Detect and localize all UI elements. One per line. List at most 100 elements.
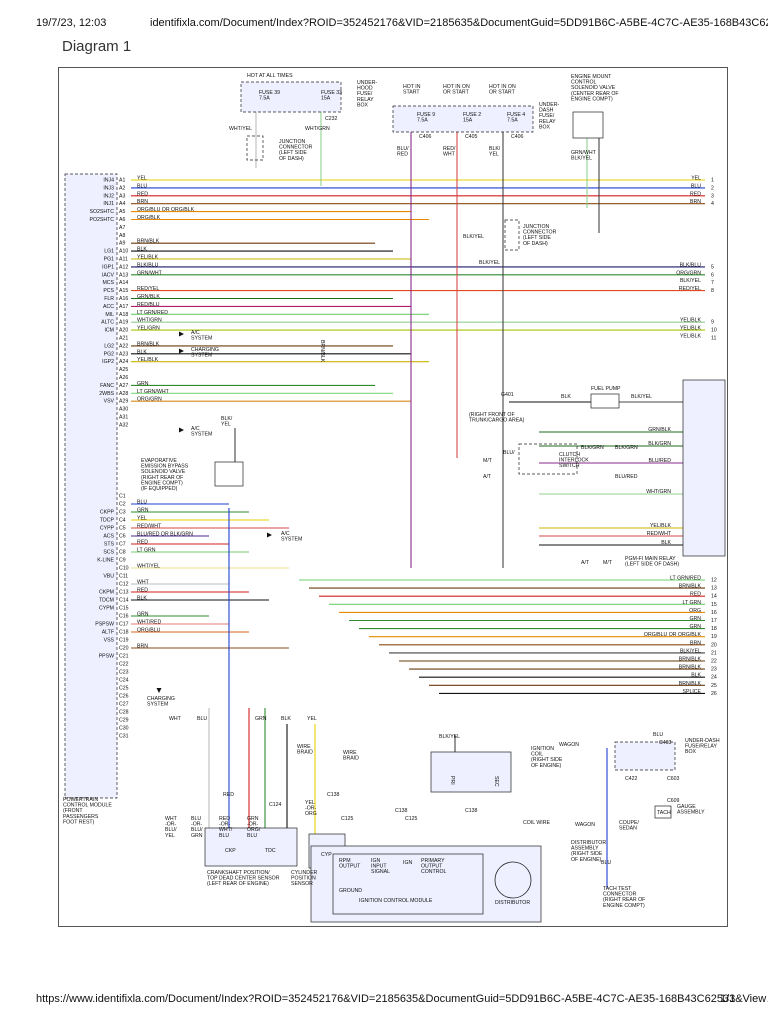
fuse-box-label: UNDER- [539,102,559,108]
wire-color-label: BLK [561,394,571,400]
fuse-box-label: DASH [539,108,554,114]
wire-color-label: BLU [247,833,257,839]
wire-color-label: RED [137,191,148,197]
pcm-pin-id: C27 [119,702,129,708]
wire-color-label: BLU/RED OR BLK/GRN [137,532,193,538]
fuse-label: FUSE 4 [507,112,525,118]
arrow-icon [179,331,184,337]
sensor-pin-label: TDC [265,848,276,854]
terminal-wire-label: BRN/BLK [679,584,702,590]
wire-color-label: GRN/BLK [648,427,671,433]
terminal-number: 7 [711,280,714,286]
terminal-number: 1 [711,178,714,184]
wire-color-label: BRN [137,199,148,205]
pcm-pin-function: ACS [103,534,114,540]
connector-label: C405 [465,134,478,140]
fuse-label: 15A [321,96,331,102]
terminal-wire-label: ORG/BLU OR ORG/BLK [644,632,702,638]
wire-color-label: WHT/GRN [646,489,671,495]
print-date: 19/7/23, 12:03 [36,17,107,29]
pcm-pin-id: A24 [119,359,128,365]
wire-color-label: BLK [137,349,147,355]
pcm-pin-id: C26 [119,694,129,700]
underdash-fuse-box [392,105,534,133]
pcm-pin-id: A26 [119,375,128,381]
ignition-control-module [310,845,542,923]
wire-color-label: WHT/GRN [137,318,162,324]
wire-color-label: RED [137,540,148,546]
junction-connector-2 [504,219,520,251]
system-label: SYSTEM [147,702,168,708]
wire-color-label: RED/WHT [137,524,162,530]
pcm-pin-id: A12 [119,264,128,270]
tach-label: WAGON [575,822,595,828]
terminal-number: 20 [711,642,717,648]
terminal-wire-label: RED/YEL [679,286,701,292]
pcm-pin-id: A13 [119,272,128,278]
pcm-pin-function: VSV [104,399,115,405]
terminal-number: 25 [711,683,717,689]
pcm-label: POWERTRAIN [63,797,98,803]
system-label: A/C [281,531,290,537]
pcm-pin-function: PPSW [99,654,114,660]
system-label: CHARGING [191,347,219,353]
terminal-number: 9 [711,320,714,326]
fuse-box-label: BOX [539,124,550,130]
terminal-wire-label: RED [690,592,701,598]
wire-color-label: RED/WHT [647,531,672,537]
pcm-pin-id: A7 [119,225,125,231]
main-relay-label: PGM-FI MAIN RELAY [625,556,676,562]
wire-color-label: YEL [305,800,315,806]
wire-color-label: WHT/ [219,827,233,833]
wire-color-label: BLU/RED [649,458,672,464]
terminal-wire-label: YEL/BLK [680,318,702,324]
evap-solenoid-label: (IF EQUIPPED) [141,486,178,492]
pcm-pin-function: IGP2 [102,359,114,365]
wire-color-label: RED/BLU [137,302,160,308]
wire-color-label: BLK [661,540,671,546]
icm-pin-label: CONTROL [421,869,446,875]
wire-color-label: YEL [137,516,147,522]
ground-label: G401 [501,392,514,398]
wire-color-label: BLK/BLU [137,262,159,268]
pcm-pin-id: A2 [119,185,125,191]
pcm-pin-id: A22 [119,343,128,349]
cyp-sensor-label: POSITION [291,876,316,882]
pcm-pin-id: C15 [119,606,129,612]
terminal-wire-label: BRN/BLK [679,665,702,671]
wire-color-label: BLU [219,833,229,839]
fuse-label: 7.5A [417,118,428,124]
fuse-box-heading: HOT IN ON [443,84,470,90]
pcm-pin-id: A23 [119,351,128,357]
footer-url: https://www.identifixla.com/Document/Ind… [36,993,768,1005]
wire-color-label: YEL [307,716,317,722]
fuse-label: FUSE 9 [417,112,435,118]
pcm-label: FOOT REST) [63,819,95,825]
wire-color-label: BLU [137,183,147,189]
clutch-interlock-switch [518,443,578,475]
pcm-pin-id: C12 [119,582,129,588]
terminal-number: 17 [711,618,717,624]
print-url: identifixla.com/Document/Index?ROID=3524… [150,17,768,29]
transmission-label: M/T [483,458,493,464]
pcm-pin-id: A1 [119,178,125,184]
pcm-pin-id: A17 [119,304,128,310]
evap-solenoid-label: ENGINE COMPT) [141,480,183,486]
fuse-box-heading: HOT IN [403,84,421,90]
pcm-pin-function: PG1 [104,257,114,263]
distributor-label: OF ENGINE) [571,857,602,863]
main-relay-label: (LEFT SIDE OF DASH) [625,562,679,568]
terminal-wire-label: YEL/BLK [680,334,702,340]
ignition-coil-label: COIL [531,752,543,758]
connector-label: C422 [625,776,638,782]
wire-color-label: WHT/GRN [305,126,330,132]
evap-solenoid-icon [214,461,244,487]
fuse-box-heading: START [403,90,420,96]
tach-fuse-box-label: FUSE/RELAY [685,744,717,750]
pcm-pin-function: TDCM [99,598,114,604]
wire-color-label: GRN/WHT [137,270,163,276]
wire-color-label: BLU [197,716,207,722]
pcm-pin-id: C14 [119,598,129,604]
terminal-number: 16 [711,610,717,616]
